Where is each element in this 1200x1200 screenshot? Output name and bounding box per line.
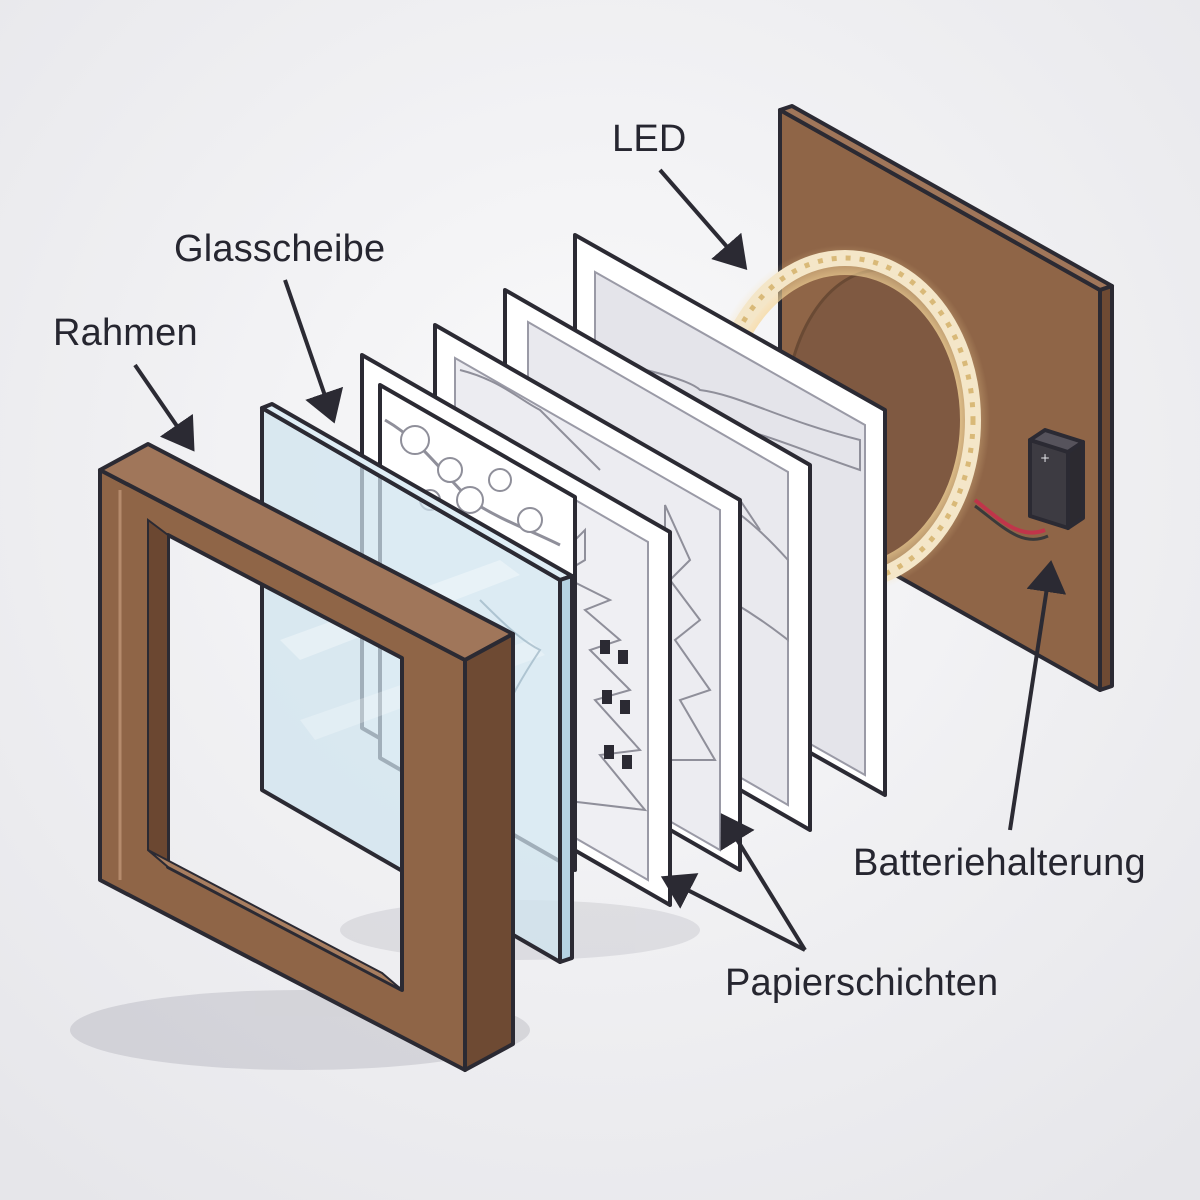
arrow-led xyxy=(658,168,748,271)
label-paper: Papierschichten xyxy=(725,962,999,1004)
label-battery: Batteriehalterung xyxy=(853,842,1146,884)
arrow-battery xyxy=(1008,560,1067,831)
arrow-paper-2 xyxy=(720,813,807,952)
svg-text:+: + xyxy=(1040,451,1050,465)
frame xyxy=(98,442,515,1072)
label-glass: Glasscheibe xyxy=(174,228,386,270)
battery-box-icon: + xyxy=(973,428,1085,541)
label-led: LED xyxy=(612,118,687,160)
arrow-glass xyxy=(283,279,344,424)
arrow-paper-1 xyxy=(660,873,806,952)
arrow-frame xyxy=(133,363,195,452)
arrow-icon xyxy=(133,168,1067,952)
label-frame: Rahmen xyxy=(53,312,198,354)
